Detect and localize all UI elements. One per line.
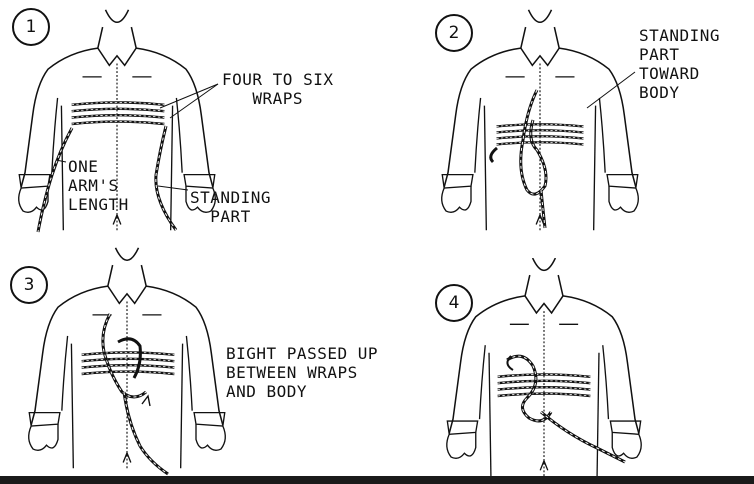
step-3-panel: 3 BIGHT PASSED UP BETWEEN WRAPS AND BODY [0, 242, 378, 476]
step-4-figure [446, 258, 642, 476]
label-bight-passed-up: BIGHT PASSED UP BETWEEN WRAPS AND BODY [226, 344, 378, 401]
step-2-panel: 2 STANDING PART TOWARD BODY [377, 0, 754, 242]
step-number-badge: 1 [12, 8, 50, 46]
step-1-panel: 1 FOUR TO SIX WRAPS ONE ARM'S LENGTH STA… [0, 0, 377, 242]
step-number-badge: 3 [10, 266, 48, 304]
footer-bar [0, 476, 754, 484]
step-number-badge: 4 [435, 284, 473, 322]
step-4-panel: 4 [377, 242, 754, 476]
label-standing-part-toward-body: STANDING PART TOWARD BODY [639, 26, 721, 102]
step-1-figure [17, 8, 219, 233]
label-four-to-six-wraps: FOUR TO SIX WRAPS [222, 70, 334, 108]
step-number-badge: 2 [435, 14, 473, 52]
step-3-figure [27, 246, 227, 476]
label-one-arms-length: ONE ARM'S LENGTH [68, 157, 129, 214]
step-2-figure [440, 8, 640, 232]
label-standing-part: STANDING PART [190, 188, 272, 226]
